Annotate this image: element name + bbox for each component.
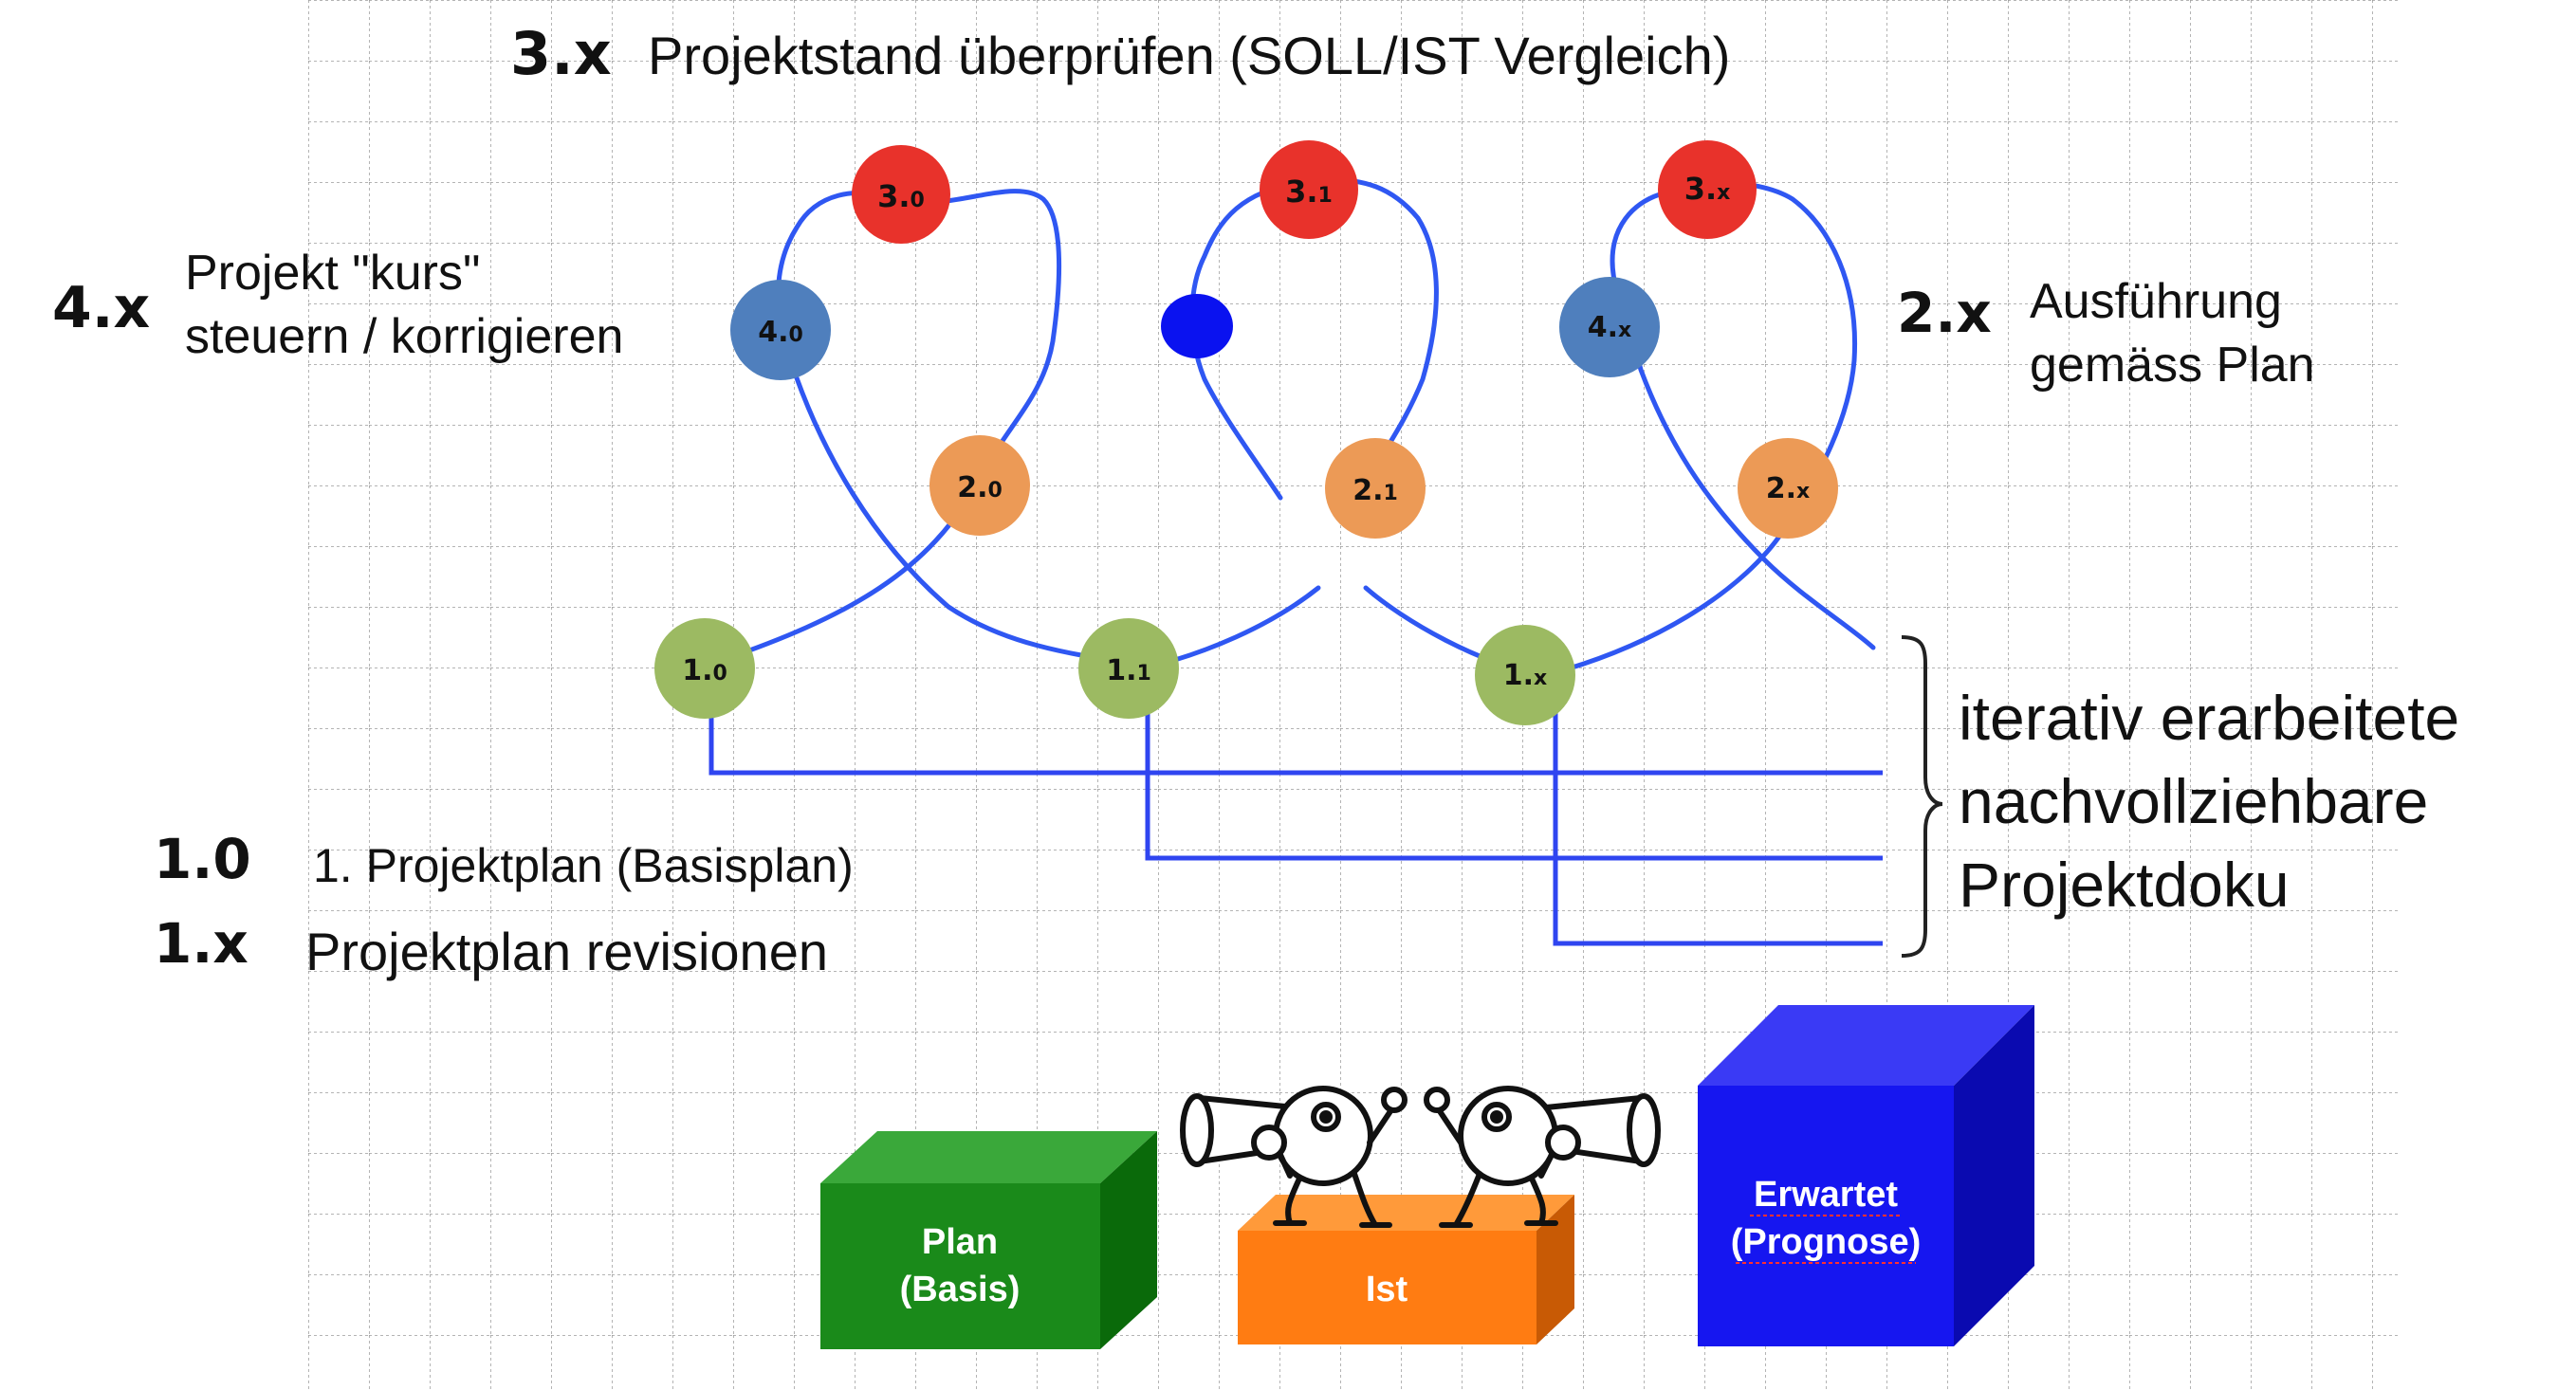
svg-text:steuern / korrigieren: steuern / korrigieren	[185, 309, 623, 364]
plan-box: Plan (Basis)	[820, 1131, 1157, 1349]
node-4-x: 4.x	[1559, 277, 1660, 377]
node-4-0: 4.0	[730, 280, 831, 380]
svg-text:Projektplan revisionen: Projektplan revisionen	[305, 922, 828, 981]
svg-text:Ist: Ist	[1366, 1270, 1408, 1309]
svg-text:2.x: 2.x	[1766, 472, 1810, 505]
ist-box: Ist	[1238, 1195, 1574, 1344]
node-3-1: 3.1	[1260, 140, 1358, 239]
svg-text:Projekt "kurs": Projekt "kurs"	[185, 246, 480, 301]
lookout-figure-left-icon	[1180, 1086, 1408, 1228]
node-3-x: 3.x	[1658, 140, 1757, 239]
svg-text:Plan: Plan	[922, 1222, 998, 1262]
svg-text:Erwartet: Erwartet	[1754, 1175, 1898, 1215]
svg-text:Projektstand überprüfen (SOLL/: Projektstand überprüfen (SOLL/IST Vergle…	[648, 26, 1730, 85]
heading-2x: 2.x Ausführung gemäss Plan	[1897, 274, 2315, 393]
node-2-1: 2.1	[1325, 438, 1426, 539]
svg-text:3.x: 3.x	[510, 19, 612, 88]
start-dot	[1161, 294, 1233, 358]
heading-3x: 3.x Projektstand überprüfen (SOLL/IST Ve…	[510, 19, 1730, 88]
svg-text:Ausführung: Ausführung	[2030, 274, 2282, 329]
svg-text:3.0: 3.0	[877, 178, 925, 214]
node-3-0: 3.0	[852, 145, 950, 244]
node-2-x: 2.x	[1738, 438, 1838, 539]
svg-text:3.x: 3.x	[1684, 171, 1731, 207]
svg-text:4.x: 4.x	[1588, 311, 1631, 344]
svg-text:gemäss Plan: gemäss Plan	[2030, 338, 2315, 393]
svg-text:1.x: 1.x	[154, 911, 248, 976]
heading-4x: 4.x Projekt "kurs" steuern / korrigieren	[52, 246, 623, 364]
svg-text:(Basis): (Basis)	[900, 1270, 1021, 1309]
node-1-x: 1.x	[1475, 625, 1575, 725]
svg-text:2.1: 2.1	[1352, 474, 1398, 507]
svg-text:3.1: 3.1	[1285, 174, 1333, 210]
svg-text:4.0: 4.0	[758, 316, 803, 349]
svg-text:1.0: 1.0	[682, 654, 727, 687]
doc-bracket	[1901, 635, 1943, 958]
svg-text:(Prognose): (Prognose)	[1731, 1222, 1922, 1262]
svg-text:Projektdoku: Projektdoku	[1959, 850, 2290, 920]
svg-text:iterativ erarbeitete: iterativ erarbeitete	[1959, 683, 2459, 753]
doc-note: iterativ erarbeitete nachvollziehbare Pr…	[1959, 683, 2459, 920]
lookout-figure-right-icon	[1424, 1086, 1661, 1228]
svg-text:1.0: 1.0	[154, 827, 251, 891]
erwartet-box: Erwartet (Prognose)	[1698, 1005, 2034, 1346]
node-1-1: 1.1	[1078, 618, 1179, 719]
svg-text:1.x: 1.x	[1503, 659, 1547, 692]
node-2-0: 2.0	[929, 435, 1030, 536]
heading-1x: 1.x Projektplan revisionen	[154, 911, 828, 981]
svg-text:1. Projektplan (Basisplan): 1. Projektplan (Basisplan)	[313, 839, 854, 892]
svg-text:nachvollziehbare: nachvollziehbare	[1959, 766, 2428, 836]
svg-text:4.x: 4.x	[52, 275, 150, 341]
svg-text:2.0: 2.0	[957, 471, 1003, 504]
node-1-0: 1.0	[654, 618, 755, 719]
svg-text:2.x: 2.x	[1897, 281, 1992, 345]
svg-text:1.1: 1.1	[1106, 654, 1151, 687]
heading-1-0: 1.0 1. Projektplan (Basisplan)	[154, 827, 854, 892]
